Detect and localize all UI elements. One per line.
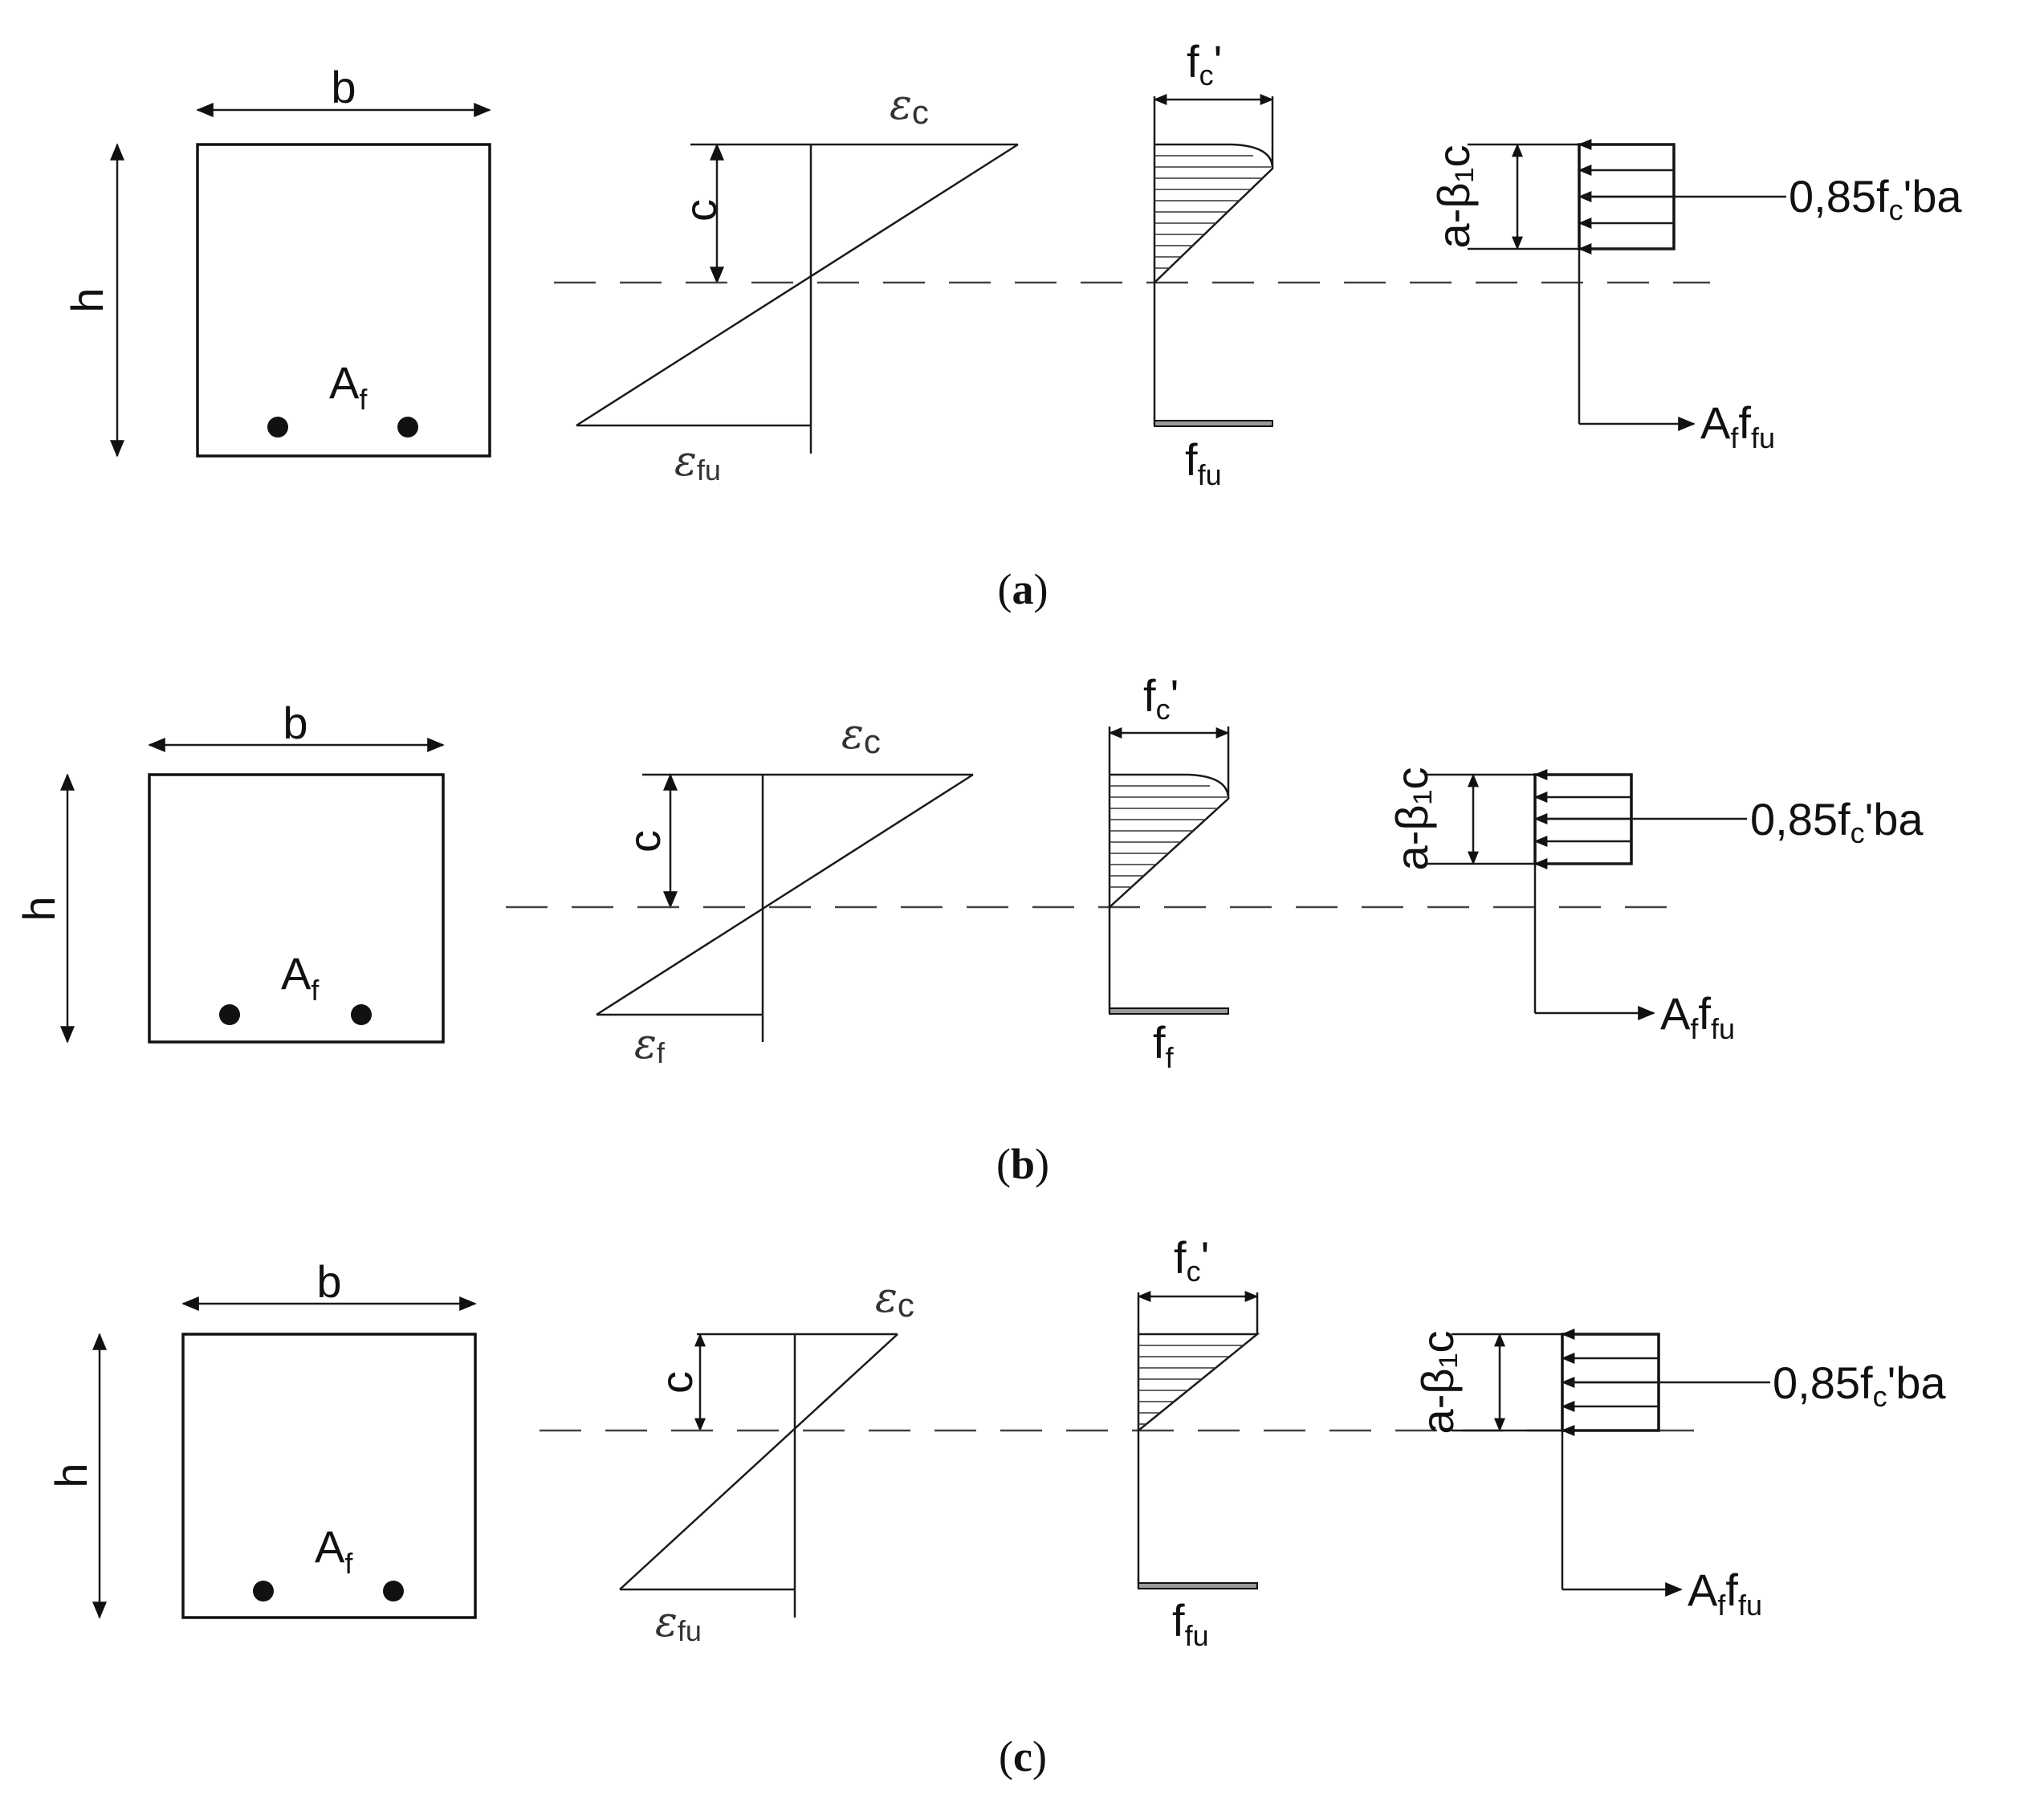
panel-caption: (b) (996, 1140, 1049, 1188)
force-diagram: a-β₁c 0,85fc'ba Afffu (1412, 1329, 1946, 1622)
panel-c: b h Af c εc εfu (46, 1232, 1946, 1781)
stress-bottom-label: ffu (1185, 434, 1222, 491)
block-depth-label: a-β₁c (1428, 145, 1479, 249)
reinforcing-bar (267, 417, 288, 438)
bars-area-label: Af (281, 948, 320, 1007)
cross-section: b h Af (46, 1256, 477, 1619)
stress-top-label: fc' (1143, 670, 1179, 726)
force-diagram: a-β₁c 0,85fc'ba Afffu (1428, 139, 1962, 454)
panel-caption: (c) (999, 1732, 1047, 1781)
strain-bottom-label: εf (634, 1020, 666, 1069)
cross-section: b h Af (14, 698, 445, 1044)
strain-diagram: c εc εfu (619, 1274, 914, 1647)
stress-bottom-label: ff (1153, 1017, 1175, 1074)
tension-force-label: Afffu (1688, 1565, 1762, 1622)
reinforcing-bar (351, 1004, 372, 1025)
bars-area-label: Af (315, 1521, 353, 1580)
panel-a: b h Af c εc εfu (62, 36, 1962, 613)
width-label: b (316, 1256, 341, 1307)
reinforcing-bar (383, 1581, 404, 1601)
strain-top-label: εc (890, 81, 929, 131)
panel-caption: (a) (998, 565, 1048, 613)
panel-b: b h Af c εc εf (14, 670, 1924, 1188)
block-depth-label: a-β₁c (1386, 767, 1437, 871)
stress-block-curve (1154, 143, 1274, 283)
stress-block-triangle (1138, 1333, 1260, 1431)
strain-profile (576, 143, 1019, 427)
strain-top-label: εc (875, 1274, 914, 1324)
section-outline (196, 143, 491, 458)
compression-force-label: 0,85fc'ba (1750, 794, 1924, 849)
height-label: h (62, 287, 112, 312)
section-outline (148, 773, 445, 1044)
bars-area-label: Af (329, 357, 368, 416)
block-depth-label: a-β₁c (1412, 1331, 1463, 1435)
width-label: b (283, 698, 307, 748)
height-label: h (14, 896, 64, 921)
strain-bottom-label: εfu (674, 438, 721, 486)
stress-diagram: fc' ff (1108, 670, 1230, 1074)
strain-profile (619, 1333, 898, 1590)
reinforcing-bar (397, 417, 418, 438)
strain-diagram: c εc εfu (576, 81, 1019, 486)
depth-label: c (619, 830, 670, 853)
strain-bottom-label: εfu (655, 1598, 702, 1647)
stress-block-curve (1109, 773, 1230, 908)
width-label: b (331, 62, 356, 112)
tensile-stress-bar (1138, 1582, 1258, 1589)
tension-force-label: Afffu (1700, 397, 1775, 454)
cross-section: b h Af (62, 62, 491, 458)
stress-hatching (1110, 785, 1227, 888)
force-diagram: a-β₁c 0,85fc'ba Afffu (1386, 767, 1924, 1045)
compression-force-label: 0,85fc'ba (1773, 1357, 1946, 1413)
tensile-stress-bar (1109, 1007, 1229, 1015)
compression-force-label: 0,85fc'ba (1789, 171, 1962, 226)
reinforcing-bar (219, 1004, 240, 1025)
stress-hatching (1154, 155, 1271, 269)
stress-diagram: fc' ffu (1137, 1232, 1260, 1652)
depth-label: c (651, 1371, 702, 1394)
strain-diagram: c εc εf (596, 710, 974, 1069)
depth-label: c (675, 199, 726, 222)
reinforcing-bar (253, 1581, 274, 1601)
stress-top-label: fc' (1174, 1232, 1209, 1288)
section-outline (181, 1333, 477, 1619)
tensile-stress-bar (1154, 420, 1273, 427)
stress-hatching (1138, 1345, 1244, 1425)
strain-top-label: εc (841, 710, 881, 760)
strain-profile (596, 773, 974, 1016)
stress-diagram: fc' ffu (1153, 36, 1274, 491)
tension-force-label: Afffu (1660, 988, 1735, 1045)
height-label: h (46, 1463, 96, 1488)
stress-top-label: fc' (1187, 36, 1222, 92)
stress-bottom-label: ffu (1172, 1595, 1209, 1652)
